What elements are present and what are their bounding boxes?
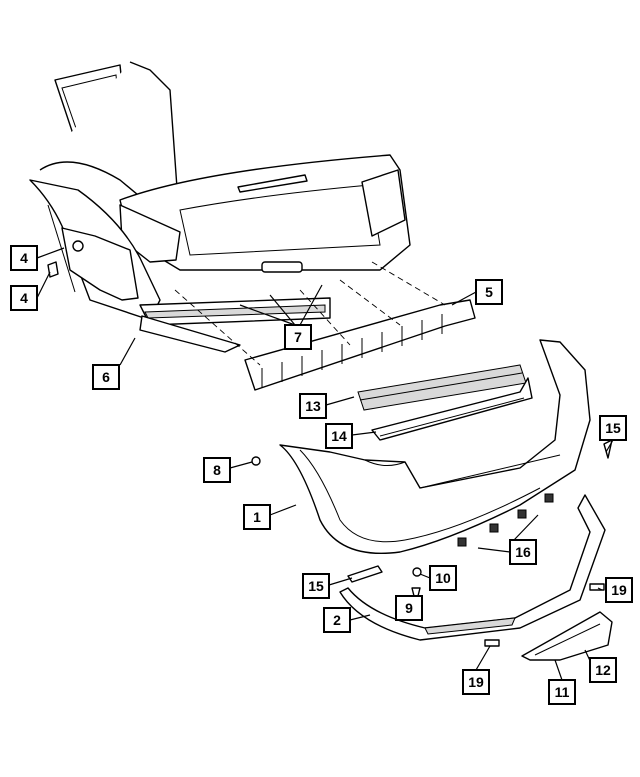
- callout-5: 5: [475, 279, 503, 305]
- leader-lines: [36, 247, 614, 681]
- callout-label: 19: [611, 582, 627, 598]
- callout-label: 15: [308, 578, 324, 594]
- callout-14: 14: [325, 423, 353, 449]
- callout-label: 6: [102, 369, 110, 385]
- callout-10: 10: [429, 565, 457, 591]
- callout-label: 1: [253, 509, 261, 525]
- callout-label: 5: [485, 284, 493, 300]
- skid-plate-illustration: [521, 611, 613, 661]
- assembly-guide-lines: [174, 261, 446, 366]
- callout-1: 1: [243, 504, 271, 530]
- callout-19-left: 19: [462, 669, 490, 695]
- callout-label: 7: [294, 329, 302, 345]
- callout-8: 8: [203, 457, 231, 483]
- lower-valance-illustration: [339, 494, 606, 641]
- callout-2: 2: [323, 607, 351, 633]
- fastener-icons: [251, 439, 613, 647]
- callout-6: 6: [92, 364, 120, 390]
- energy-absorber-illustration: [244, 299, 476, 391]
- callout-label: 11: [555, 684, 570, 700]
- bumper-bracket-strip-illustration: [371, 377, 533, 441]
- callout-label: 8: [213, 462, 221, 478]
- vehicle-body-illustration: [29, 61, 411, 353]
- callout-12: 12: [589, 657, 617, 683]
- bumper-fascia-illustration: [279, 339, 591, 554]
- callout-label: 4: [20, 250, 28, 266]
- callout-7: 7: [284, 324, 312, 350]
- callout-15-upper: 15: [599, 415, 627, 441]
- callout-4: 4: [10, 285, 38, 311]
- callout-label: 15: [605, 420, 621, 436]
- callout-15-lower: 15: [302, 573, 330, 599]
- callout-19-right: 19: [605, 577, 633, 603]
- callout-9: 9: [395, 595, 423, 621]
- callout-16: 16: [509, 539, 537, 565]
- callout-3: 4: [10, 245, 38, 271]
- callout-label: 16: [515, 544, 531, 560]
- callout-label: 14: [331, 428, 347, 444]
- callout-13: 13: [299, 393, 327, 419]
- callout-label: 12: [595, 662, 611, 678]
- callout-label: 19: [468, 674, 484, 690]
- quarter-bracket-illustration: [47, 227, 139, 301]
- callout-label: 10: [435, 570, 451, 586]
- callout-label: 9: [405, 600, 413, 616]
- callout-11: 11: [548, 679, 576, 705]
- callout-label: 2: [333, 612, 341, 628]
- callout-label: 13: [305, 398, 321, 414]
- callout-label: 4: [20, 290, 28, 306]
